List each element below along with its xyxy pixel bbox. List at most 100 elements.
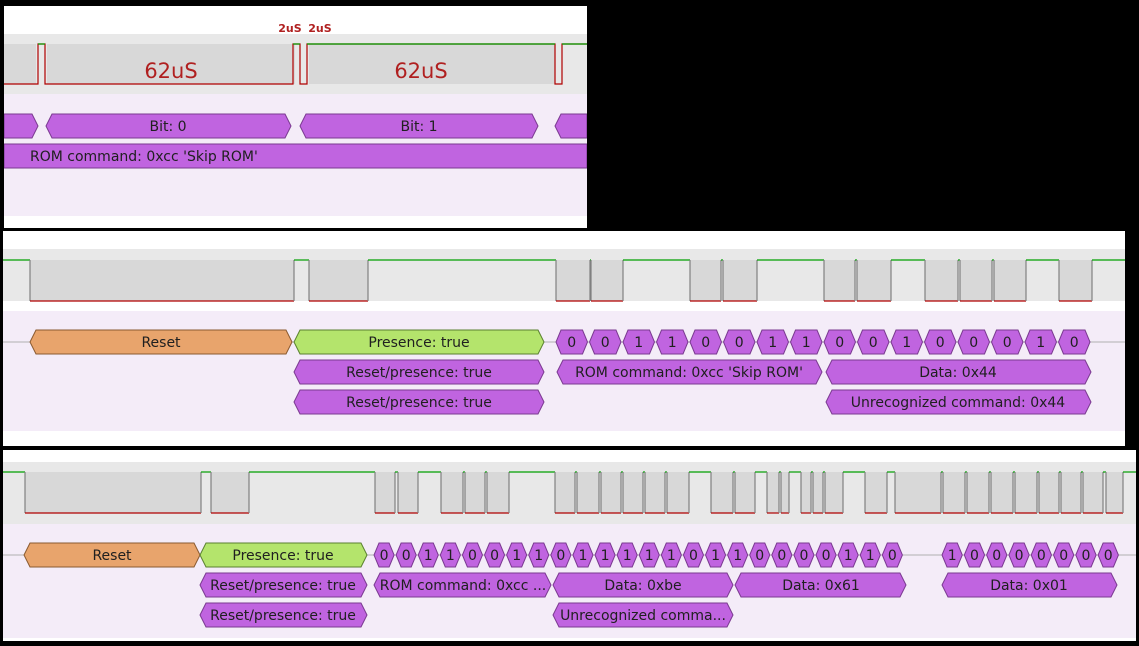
bit-annotation[interactable] [638, 542, 660, 568]
bit-annotation[interactable] [727, 542, 749, 568]
bit-annotation[interactable] [837, 542, 859, 568]
rom-command-annotation[interactable] [556, 359, 823, 385]
bit-annotation[interactable] [1075, 542, 1097, 568]
bit-annotation[interactable] [45, 113, 292, 139]
bit-annotation[interactable] [823, 329, 857, 355]
low-region [667, 472, 689, 513]
bit-annotation[interactable] [856, 329, 890, 355]
rom-command-annotation[interactable] [4, 143, 587, 169]
bit-annotation[interactable] [963, 542, 986, 568]
bit-annotation[interactable] [373, 542, 395, 568]
bit-value: 1 [902, 335, 911, 351]
bit-annotation[interactable] [890, 329, 924, 355]
bit-value: 0 [1003, 335, 1012, 351]
reset-annotation[interactable] [29, 329, 293, 355]
bit-annotation[interactable] [439, 542, 461, 568]
bit-value: 1 [866, 548, 875, 564]
bit-annotation[interactable] [704, 542, 727, 568]
bit-annotation[interactable] [660, 542, 682, 568]
middle-panel-view: Reset Presence: true Reset/presence: tru… [3, 231, 1125, 446]
low-region [781, 472, 789, 513]
data-annotation[interactable] [734, 572, 907, 598]
data-annotation[interactable] [825, 359, 1092, 385]
reset-label: Reset [92, 548, 132, 564]
bit-annotation[interactable] [859, 542, 881, 568]
low-region [465, 472, 485, 513]
bit-value: 1 [446, 548, 455, 564]
bit-annotation[interactable] [572, 542, 594, 568]
bit-annotation[interactable] [655, 329, 689, 355]
bit-annotation[interactable] [793, 542, 815, 568]
bit-annotation[interactable] [881, 542, 903, 568]
unrecognized-command-annotation[interactable] [552, 602, 734, 628]
rom-command-label: ROM command: 0xcc 'Skip ROM' [30, 149, 258, 165]
bit-annotation[interactable] [622, 329, 656, 355]
bit-annotation[interactable] [483, 542, 506, 568]
bit-annotation[interactable] [990, 329, 1024, 355]
bit-annotation[interactable] [986, 542, 1008, 568]
bit-annotation[interactable] [682, 542, 705, 568]
reset-presence-annotation[interactable] [199, 572, 368, 598]
low-region [398, 472, 418, 513]
bit-value: 1 [634, 335, 643, 351]
bit-value: 1 [667, 548, 676, 564]
bit-annotation[interactable] [461, 542, 484, 568]
bit-value: 0 [1059, 548, 1068, 564]
rom-command-annotation[interactable] [373, 572, 552, 598]
low-region [555, 472, 575, 513]
data-label: Data: 0x44 [919, 365, 997, 381]
bit-annotation[interactable] [395, 542, 417, 568]
bit-annotation[interactable] [957, 329, 991, 355]
bit-annotation[interactable] [588, 329, 622, 355]
bit-annotation[interactable] [555, 329, 589, 355]
low-region [623, 472, 643, 513]
bit-annotation[interactable] [756, 329, 790, 355]
bit-annotation[interactable] [417, 542, 439, 568]
bit-annotation[interactable] [1024, 329, 1058, 355]
low-region [441, 472, 463, 513]
reset-presence-annotation[interactable] [199, 602, 368, 628]
bit-annotation[interactable] [789, 329, 823, 355]
reset-presence-annotation[interactable] [293, 389, 545, 415]
bit-annotation[interactable] [1097, 542, 1119, 568]
bit-annotation[interactable] [299, 113, 539, 139]
bit-value: 0 [936, 335, 945, 351]
low-region [375, 472, 395, 513]
bit-annotation[interactable] [923, 329, 957, 355]
bit-annotation[interactable] [771, 542, 793, 568]
bit-annotation[interactable] [1052, 542, 1075, 568]
bit-annotation[interactable] [749, 542, 771, 568]
bit-value: 0 [1081, 548, 1090, 564]
bit-annotation[interactable] [594, 542, 616, 568]
presence-annotation[interactable] [199, 542, 368, 568]
low-region [991, 472, 1013, 513]
bit-annotation[interactable] [550, 542, 572, 568]
bit-annotation-partial[interactable] [4, 113, 39, 139]
bit-annotation[interactable] [1008, 542, 1030, 568]
unrecognized-command-annotation[interactable] [825, 389, 1092, 415]
data-label: Data: 0x61 [782, 578, 860, 594]
bit-value: 0 [869, 335, 878, 351]
bit-annotation[interactable] [1057, 329, 1091, 355]
bit-value: 1 [768, 335, 777, 351]
bit-annotation[interactable] [815, 542, 837, 568]
low-region [47, 44, 295, 84]
rom-command-label: ROM command: 0xcc ... [380, 578, 546, 594]
bit-value: 1 [424, 548, 433, 564]
presence-annotation[interactable] [293, 329, 545, 355]
bit-annotation[interactable] [1030, 542, 1053, 568]
bit-annotation[interactable] [616, 542, 638, 568]
presence-label: Presence: true [368, 335, 469, 351]
bit-annotation[interactable] [941, 542, 963, 568]
data-annotation[interactable] [552, 572, 734, 598]
data-annotation[interactable] [941, 572, 1118, 598]
pulse-duration-label: 62uS [394, 59, 447, 83]
reset-annotation[interactable] [23, 542, 201, 568]
reset-presence-annotation[interactable] [293, 359, 545, 385]
bit-annotation[interactable] [506, 542, 528, 568]
bit-annotation[interactable] [528, 542, 550, 568]
bit-annotation[interactable] [722, 329, 756, 355]
bit-annotation-partial[interactable] [554, 113, 587, 139]
bit-annotation[interactable] [689, 329, 723, 355]
bit-value: 1 [733, 548, 742, 564]
